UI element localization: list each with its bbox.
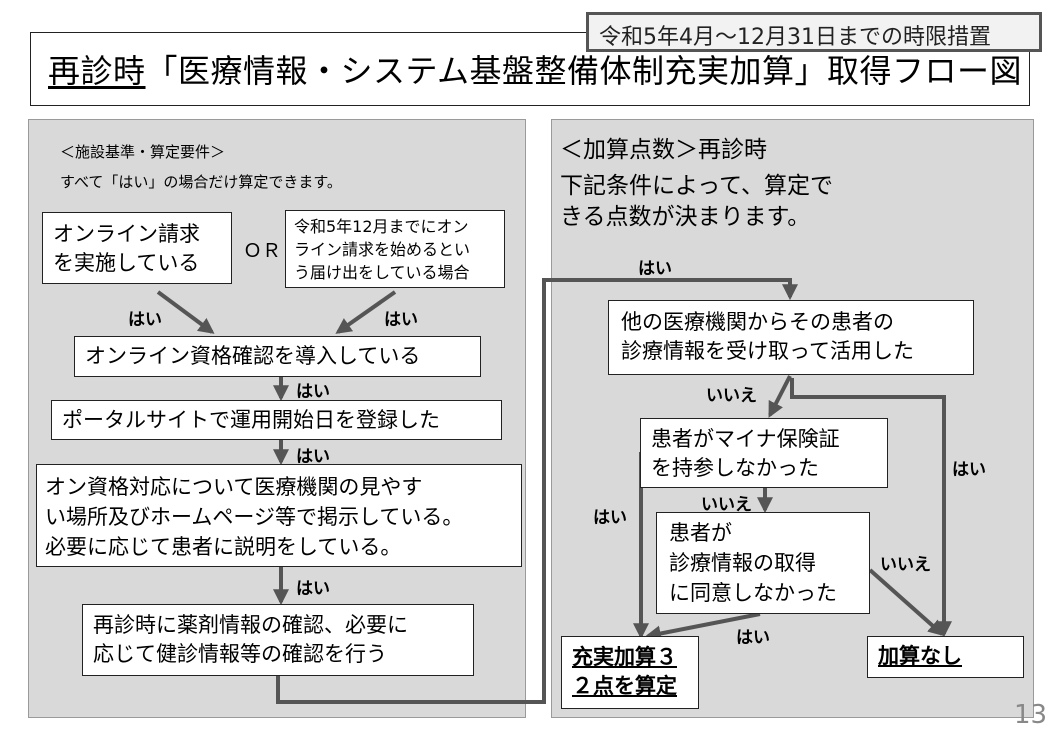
arrow-plan-claim-to-qual <box>335 290 397 334</box>
requirements-note: すべて「はい」の場合だけ算定できます。 <box>60 173 342 191</box>
title-underlined: 再診時 <box>48 52 146 90</box>
yes-label-notice: はい <box>296 579 330 599</box>
line-q1-yes-to-none <box>790 378 952 638</box>
page-number: 13 <box>1014 700 1048 730</box>
q3-consent-box: 患者が 診療情報の取得 に同意しなかった <box>656 512 870 614</box>
yes-label-q3: はい <box>736 628 770 648</box>
q1-line-1: 他の医療機関からその患者の <box>621 310 894 334</box>
or-label: ＯＲ <box>243 240 282 262</box>
q3-line-1: 患者が <box>669 521 732 545</box>
q1-line-2: 診療情報を受け取って活用した <box>621 339 914 363</box>
revisit-line-2: 応じて健診情報等の確認を行う <box>93 642 387 666</box>
requirements-heading: ＜施設基準・算定要件＞ <box>60 143 226 161</box>
result-3-line-1: 充実加算３ <box>572 645 677 669</box>
q2-line-1: 患者がマイナ保険証 <box>651 427 840 451</box>
online-claim-line-1: オンライン請求 <box>53 222 200 246</box>
notice-box: オン資格対応について医療機関の見やす い場所及びホームページ等で掲示している。 … <box>36 464 522 567</box>
no-label-q1: いいえ <box>706 386 757 406</box>
online-claim-box: オンライン請求 を実施している <box>42 212 232 284</box>
yes-label-revisit: はい <box>638 259 672 279</box>
online-qual-box: オンライン資格確認を導入している <box>74 336 481 377</box>
no-label-q3: いいえ <box>880 555 931 575</box>
plan-claim-line-3: う届け出をしている場合 <box>294 263 470 282</box>
time-limit-badge: 令和5年4月～12月31日までの時限措置 <box>586 12 1042 52</box>
notice-line-2: い場所及びホームページ等で掲示している。 <box>45 505 464 529</box>
plan-claim-line-1: 令和5年12月までにオン <box>294 217 469 236</box>
portal-box: ポータルサイトで運用開始日を登録した <box>51 400 502 440</box>
q2-line-2: を持参しなかった <box>651 456 819 480</box>
q1-other-institution-box: 他の医療機関からその患者の 診療情報を受け取って活用した <box>608 300 974 375</box>
yes-label-qual: はい <box>296 382 330 402</box>
q3-line-3: に同意しなかった <box>669 581 837 605</box>
yes-label-q1: はい <box>952 460 986 480</box>
arrow-q3-no-to-none <box>868 568 945 637</box>
arrow-q3-yes-to-result3 <box>644 612 761 642</box>
title-rest: 「医療情報・システム基盤整備体制充実加算」取得フロー図 <box>145 52 1023 90</box>
yes-label-portal: はい <box>296 447 330 467</box>
q3-line-2: 診療情報の取得 <box>669 551 816 575</box>
plan-claim-box: 令和5年12月までにオン ライン請求を始めるとい う届け出をしている場合 <box>285 210 505 288</box>
connector-revisit-to-q1 <box>276 278 798 704</box>
page-title: 再診時「医療情報・システム基盤整備体制充実加算」取得フロー図 <box>48 46 1022 92</box>
q2-maina-card-box: 患者がマイナ保険証 を持参しなかった <box>640 418 888 488</box>
plan-claim-line-2: ライン請求を始めるとい <box>294 240 471 259</box>
points-heading: ＜加算点数＞再診時 <box>560 137 767 163</box>
arrow-online-claim-to-qual <box>156 290 215 334</box>
no-label-q2: いいえ <box>701 495 752 515</box>
result-no-addition-box: 加算なし <box>867 636 1024 678</box>
yes-label-plan-claim: はい <box>384 310 418 330</box>
points-description: 下記条件によって、算定で きる点数が決まります。 <box>560 171 833 233</box>
points-desc-line-1: 下記条件によって、算定で <box>560 173 834 199</box>
notice-line-3: 必要に応じて患者に説明をしている。 <box>45 535 402 559</box>
arrow-q1-no-to-q2 <box>768 375 792 418</box>
points-desc-line-2: きる点数が決まります。 <box>560 204 811 230</box>
yes-label-q2: はい <box>593 508 627 528</box>
result-32-points-box: 充実加算３ ２点を算定 <box>561 636 699 709</box>
notice-line-1: オン資格対応について医療機関の見やす <box>45 475 423 499</box>
revisit-check-box: 再診時に薬剤情報の確認、必要に 応じて健診情報等の確認を行う <box>82 604 474 676</box>
result-3-line-2: ２点を算定 <box>572 674 677 698</box>
yes-label-online-claim: はい <box>128 310 162 330</box>
revisit-line-1: 再診時に薬剤情報の確認、必要に <box>93 613 408 637</box>
online-claim-line-2: を実施している <box>53 251 200 275</box>
